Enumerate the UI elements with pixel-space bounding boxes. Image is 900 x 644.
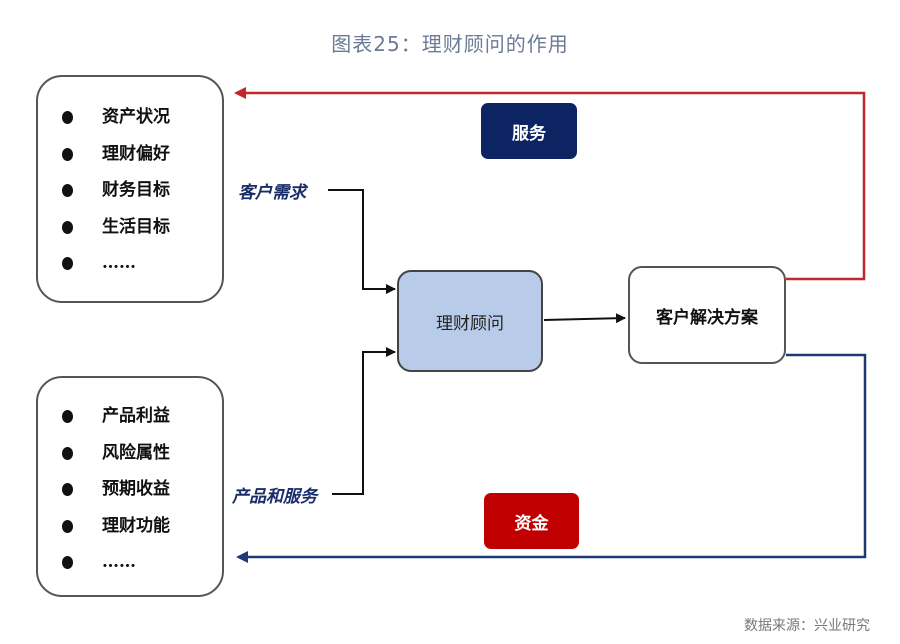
service-badge: 服务 [481,103,577,159]
bullet-icon [62,184,73,197]
client-needs-arrow [328,189,396,294]
bullet-icon [62,556,73,569]
list-item: 预期收益 [38,471,222,508]
bullet-icon [62,410,73,423]
funds-badge: 资金 [484,493,579,549]
bullet-icon [62,483,73,496]
product-info-box: 产品利益 风险属性 预期收益 理财功能 …… [36,376,224,597]
list-item: 理财偏好 [38,136,222,173]
products-arrow [332,347,396,495]
list-item: 理财功能 [38,508,222,545]
funds-flow-line [236,353,867,563]
list-item: …… [38,544,222,581]
list-item: 产品利益 [38,398,222,435]
financial-advisor-node: 理财顾问 [397,270,543,372]
list-item: …… [38,245,222,282]
list-item: 风险属性 [38,435,222,472]
list-item: 财务目标 [38,172,222,209]
source-note: 数据来源：兴业研究 [744,618,870,634]
client-solution-node: 客户解决方案 [628,266,786,364]
client-info-box: 资产状况 理财偏好 财务目标 生活目标 …… [36,75,224,303]
bullet-icon [62,220,73,234]
list-item: 生活目标 [38,209,222,246]
service-flow-line [234,87,866,281]
bullet-icon [62,446,73,460]
bullet-icon [62,257,73,270]
bullet-icon [62,519,73,533]
bullet-icon [62,147,73,161]
client-needs-label: 客户需求 [238,183,306,203]
bullet-icon [62,111,73,124]
figure-title: 图表25：理财顾问的作用 [331,32,569,56]
advisor-to-solution-arrow [543,313,626,324]
list-item: 资产状况 [38,99,222,136]
products-services-label: 产品和服务 [232,487,317,507]
